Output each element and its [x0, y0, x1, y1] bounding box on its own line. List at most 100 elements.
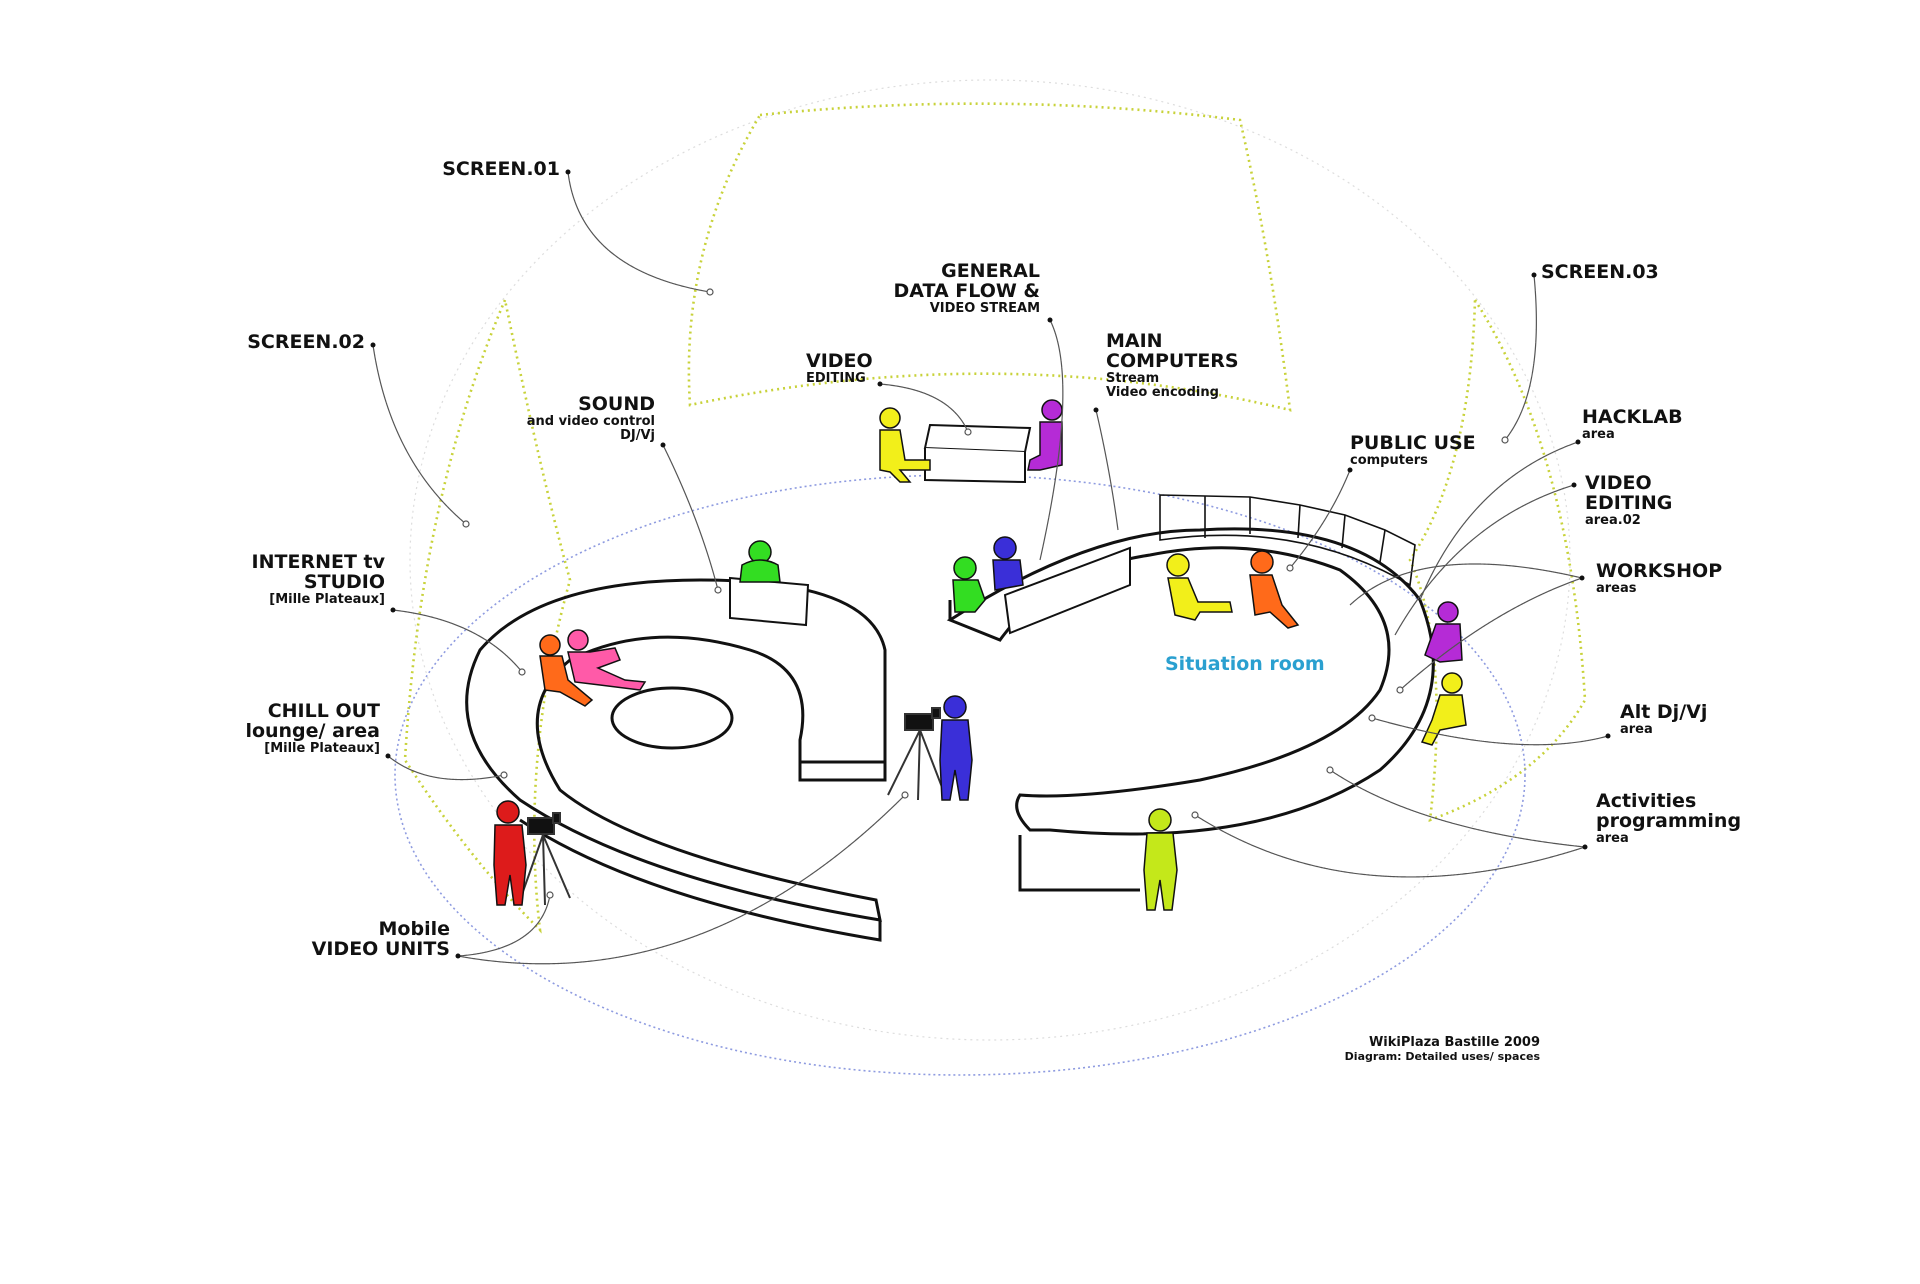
figure-green-sound-operator — [739, 540, 781, 583]
label-screen-01: SCREEN.01 — [410, 158, 560, 180]
leader-workshop-1 — [1349, 563, 1583, 606]
label-main-computers: MAIN COMPUTERS Stream Video encoding — [1106, 330, 1239, 400]
leader-public-use — [1289, 469, 1351, 569]
internet-tv-text-3: [Mille Plateaux] — [269, 591, 385, 607]
left-spiral-bench — [465, 578, 887, 942]
video-editing-02-text-1: VIDEO — [1585, 472, 1652, 494]
label-general-data-flow: GENERAL DATA FLOW & VIDEO STREAM — [840, 260, 1040, 316]
leader-screen-02 — [372, 344, 467, 525]
video-editing-text-2: EDITING — [806, 370, 866, 386]
general-text-2: DATA FLOW & — [893, 279, 1040, 302]
sound-text-1: SOUND — [578, 393, 655, 415]
video-editing-02-text-2: EDITING — [1585, 491, 1673, 514]
main-computers-text-1: MAIN — [1106, 330, 1163, 352]
figure-red-camera-operator — [493, 800, 527, 906]
label-video-editing: VIDEO EDITING — [806, 350, 873, 386]
sound-desk — [729, 576, 810, 627]
right-spiral-bench — [946, 527, 1435, 892]
screen-02-frame — [403, 295, 572, 934]
video-editing-text-1: VIDEO — [806, 350, 873, 372]
alt-dj-text-2: area — [1620, 721, 1653, 737]
label-workshop: WORKSHOP areas — [1596, 560, 1723, 596]
leader-lines — [372, 171, 1609, 965]
situation-room-label: Situation room — [1165, 653, 1325, 675]
screen-02-text: SCREEN.02 — [247, 331, 365, 353]
public-use-text-1: PUBLIC USE — [1350, 432, 1476, 454]
chill-out-text-1: CHILL OUT — [267, 700, 380, 722]
sound-text-2: and video control — [526, 413, 655, 429]
internet-tv-text-1: INTERNET tv — [251, 551, 385, 573]
main-computers-text-2: COMPUTERS — [1106, 349, 1239, 372]
label-sound: SOUND and video control DJ/Vj — [460, 393, 655, 443]
public-use-screens — [1159, 494, 1416, 587]
alt-dj-text-1: Alt Dj/Vj — [1620, 701, 1708, 723]
label-screen-03: SCREEN.03 — [1541, 261, 1659, 283]
leader-activities-2 — [1194, 814, 1586, 878]
figure-green-computer-user — [952, 556, 986, 613]
label-internet-tv-studio: INTERNET tv STUDIO [Mille Plateaux] — [200, 551, 385, 607]
sound-text-3: DJ/Vj — [620, 427, 655, 443]
workshop-text-1: WORKSHOP — [1596, 560, 1723, 582]
leader-dots — [370, 169, 1611, 959]
screen-01-text: SCREEN.01 — [442, 158, 560, 180]
label-activities: Activities programming area — [1596, 790, 1742, 846]
figure-yellow-editor — [879, 407, 931, 483]
label-video-editing-02: VIDEO EDITING area.02 — [1585, 472, 1673, 528]
mobile-text-2: VIDEO UNITS — [311, 937, 450, 960]
label-chill-out: CHILL OUT lounge/ area [Mille Plateaux] — [200, 700, 380, 756]
leader-activities-1 — [1329, 769, 1586, 848]
screen-03-frame — [1408, 295, 1587, 822]
internet-tv-text-2: STUDIO — [303, 570, 385, 593]
figure-pink-tv-guest — [567, 629, 647, 691]
leader-sound — [662, 444, 719, 591]
general-text-1: GENERAL — [941, 260, 1040, 282]
leader-end-circles — [462, 288, 1509, 899]
leader-workshop-2 — [1399, 577, 1583, 691]
figure-yellow-dj — [1420, 672, 1467, 746]
label-screen-02: SCREEN.02 — [215, 331, 365, 353]
figure-orange-tv-guest — [539, 634, 594, 707]
chill-out-text-2: lounge/ area — [245, 719, 380, 742]
chill-out-text-3: [Mille Plateaux] — [264, 740, 380, 756]
label-alt-dj: Alt Dj/Vj area — [1620, 701, 1708, 737]
leader-mobile-2 — [457, 794, 906, 965]
leader-screen-03 — [1504, 274, 1537, 441]
leader-video-editing — [879, 383, 969, 433]
figure-purple-workshop-person — [1424, 601, 1463, 663]
label-public-use: PUBLIC USE computers — [1350, 432, 1476, 468]
leader-video-editing-02 — [1394, 484, 1575, 636]
public-use-text-2: computers — [1350, 452, 1428, 468]
diagram-credit: WikiPlaza Bastille 2009 Diagram: Detaile… — [1300, 1035, 1540, 1063]
screen-03-text: SCREEN.03 — [1541, 261, 1659, 283]
figure-blue-computer-user — [992, 536, 1024, 591]
figure-purple-editor — [1027, 399, 1063, 471]
hacklab-text-1: HACKLAB — [1582, 406, 1683, 428]
leader-alt-dj — [1371, 717, 1609, 746]
general-text-3: VIDEO STREAM — [929, 300, 1040, 316]
figure-lime-activities-person — [1143, 808, 1178, 911]
credit-title: WikiPlaza Bastille 2009 — [1368, 1035, 1540, 1050]
activities-text-2: programming — [1596, 809, 1742, 832]
workshop-text-2: areas — [1596, 580, 1637, 596]
hacklab-text-2: area — [1582, 426, 1615, 442]
credit-subtitle: Diagram: Detailed uses/ spaces — [1344, 1050, 1540, 1063]
figure-blue-camera-operator — [939, 695, 973, 801]
leader-hacklab — [1419, 441, 1579, 601]
mobile-text-1: Mobile — [378, 918, 450, 940]
main-computers-text-3: Stream — [1106, 370, 1160, 386]
leader-general-data-flow — [1039, 319, 1064, 561]
label-hacklab: HACKLAB area — [1582, 406, 1683, 442]
chill-out-floor-disc — [610, 686, 734, 750]
leader-screen-01 — [567, 171, 711, 293]
main-computers-counter — [1003, 546, 1131, 635]
main-computers-text-4: Video encoding — [1106, 384, 1219, 400]
activities-text-1: Activities — [1596, 790, 1697, 812]
leader-mobile-1 — [457, 894, 551, 957]
figure-yellow-public-user — [1166, 553, 1233, 621]
tripod-center — [887, 707, 946, 801]
tripod-left — [519, 812, 571, 906]
outer-dome-outline — [409, 79, 1571, 1041]
screen-01-frame — [687, 102, 1292, 412]
leader-chill-out — [387, 755, 505, 781]
leader-internet-tv — [392, 609, 523, 673]
